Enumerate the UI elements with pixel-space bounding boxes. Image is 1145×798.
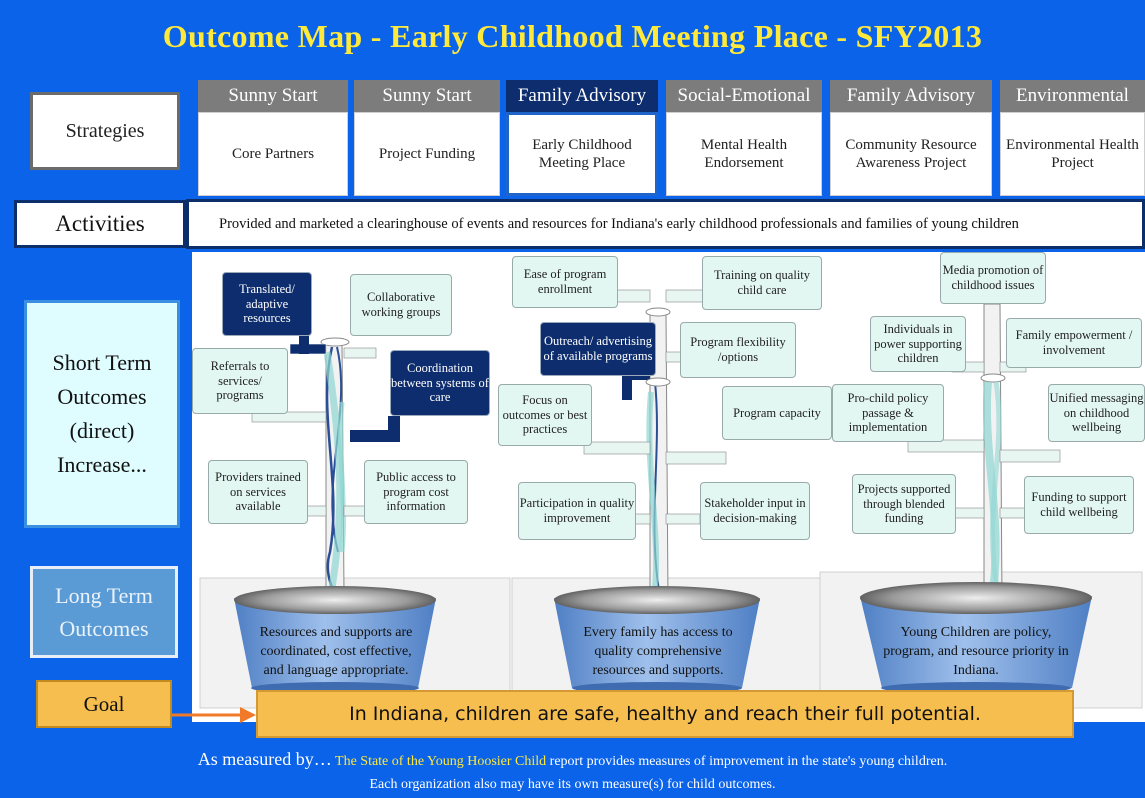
- strategy-body: Community Resource Awareness Project: [830, 112, 992, 196]
- strategy-body: Project Funding: [354, 112, 500, 196]
- goal-statement: In Indiana, children are safe, healthy a…: [256, 690, 1074, 738]
- strategy-header: Sunny Start: [354, 80, 500, 112]
- strategy-header: Social-Emotional: [666, 80, 822, 112]
- activities-description: Provided and marketed a clearinghouse of…: [186, 199, 1145, 249]
- outcome-box: Family empowerment / involvement: [1006, 318, 1142, 368]
- pot: [554, 598, 760, 688]
- outcome-box: Collaborative working groups: [350, 274, 452, 336]
- strategy-2: Sunny Start Project Funding: [354, 80, 500, 196]
- strategy-3-active: Family Advisory Early Childhood Meeting …: [506, 80, 658, 196]
- outcome-box-highlighted: Coordination between systems of care: [390, 350, 490, 416]
- outcome-box: Focus on outcomes or best practices: [498, 384, 592, 446]
- outcome-box: Funding to support child wellbeing: [1024, 476, 1134, 534]
- strategy-body: Core Partners: [198, 112, 348, 196]
- measured-by-note: As measured by… The State of the Young H…: [0, 745, 1145, 796]
- long-term-outcome-text: Every family has access to quality compr…: [583, 625, 733, 678]
- page-title: Outcome Map - Early Childhood Meeting Pl…: [162, 18, 983, 54]
- strategy-header: Sunny Start: [198, 80, 348, 112]
- strategy-body: Early Childhood Meeting Place: [506, 112, 658, 196]
- outcome-box-highlighted: Outreach/ advertising of available progr…: [540, 322, 656, 376]
- outcome-box: Public access to program cost informatio…: [364, 460, 468, 524]
- tree-2: [554, 289, 760, 694]
- measured-line-1: As measured by… The State of the Young H…: [0, 745, 1145, 774]
- long-term-outcome-text: Young Children are policy, program, and …: [883, 625, 1069, 678]
- outcome-box: Pro-child policy passage & implementatio…: [832, 384, 944, 442]
- measured-line-2: Each organization also may have its own …: [369, 776, 776, 792]
- tree-3: [860, 303, 1092, 694]
- outcome-box: Participation in quality improvement: [518, 482, 636, 540]
- strategy-header: Family Advisory: [830, 80, 992, 112]
- measured-lead: As measured by…: [197, 749, 332, 769]
- outcome-box: Individuals in power supporting children: [870, 316, 966, 372]
- outcome-box: Program capacity: [722, 386, 832, 440]
- row-label-strategies: Strategies: [30, 92, 180, 170]
- outcome-box: Referrals to services/ programs: [192, 348, 288, 414]
- outcome-box: Stakeholder input in decision-making: [700, 482, 810, 540]
- strategy-4: Social-Emotional Mental Health Endorseme…: [666, 80, 822, 196]
- strategy-body: Environmental Health Project: [1000, 112, 1145, 196]
- outcome-trees-panel: Translated/ adaptive resources Collabora…: [192, 252, 1145, 722]
- tree-diagram: [199, 289, 1143, 709]
- pot: [860, 596, 1092, 688]
- row-label-goal: Goal: [36, 680, 172, 728]
- row-label-short-term: Short Term Outcomes (direct) Increase...: [24, 300, 180, 528]
- strategy-header: Environmental: [1000, 80, 1145, 112]
- outcome-box: Ease of program enrollment: [512, 256, 618, 308]
- long-term-outcome-text: Resources and supports are coordinated, …: [259, 625, 413, 678]
- row-label-long-term: Long Term Outcomes: [30, 566, 178, 658]
- outcome-box: Projects supported through blended fundi…: [852, 474, 956, 534]
- outcome-box-highlighted: Translated/ adaptive resources: [222, 272, 312, 336]
- report-name: The State of the Young Hoosier Child: [335, 754, 547, 769]
- outcome-box: Program flexibility /options: [680, 322, 796, 378]
- outcome-box: Unified messaging on childhood wellbeing: [1048, 384, 1145, 442]
- pot: [234, 598, 436, 688]
- goal-arrow-icon: [172, 707, 256, 723]
- outcome-box: Training on quality child care: [702, 256, 822, 310]
- measured-rest: report provides measures of improvement …: [549, 754, 948, 769]
- strategy-6: Environmental Environmental Health Proje…: [1000, 80, 1145, 196]
- row-label-activities: Activities: [14, 200, 186, 248]
- strategy-5: Family Advisory Community Resource Aware…: [830, 80, 992, 196]
- outcome-box: Media promotion of childhood issues: [940, 252, 1046, 304]
- tree-1: [234, 334, 436, 694]
- outcome-box: Providers trained on services available: [208, 460, 308, 524]
- strategy-1: Sunny Start Core Partners: [198, 80, 348, 196]
- strategy-header: Family Advisory: [506, 80, 658, 112]
- strategy-body: Mental Health Endorsement: [666, 112, 822, 196]
